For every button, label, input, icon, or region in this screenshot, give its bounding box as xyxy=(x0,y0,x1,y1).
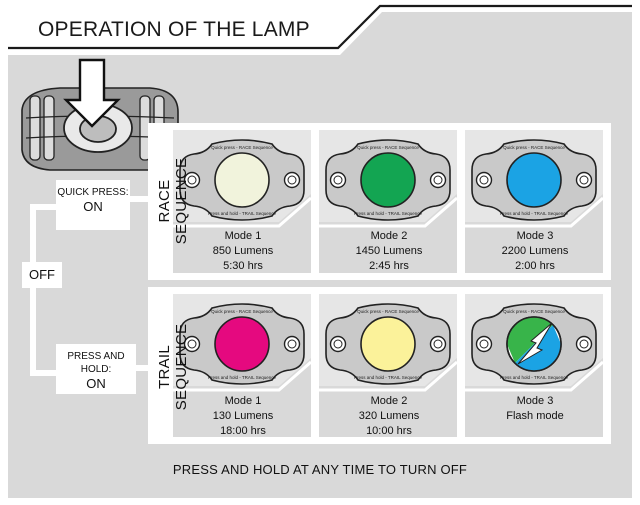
button-top-caption: Quick press - RACE Sequence xyxy=(503,145,565,150)
connector-bottom xyxy=(30,370,68,376)
title-underline xyxy=(8,4,632,50)
button-bottom-caption: Press and hold - TRAIL Sequence xyxy=(500,375,569,380)
trail-mode-3-time: Flash mode xyxy=(506,410,564,422)
button-bottom-caption: Press and hold - TRAIL Sequence xyxy=(500,211,569,216)
button-top-caption: Quick press - RACE Sequence xyxy=(211,309,273,314)
trail-mode-1-time: 18:00 hrs xyxy=(220,425,266,437)
press-hold-line1: PRESS AND HOLD: xyxy=(67,351,125,375)
race-mode-1-name: Mode 1 xyxy=(224,230,262,242)
press-hold-line2: ON xyxy=(86,376,106,391)
connector-trail xyxy=(122,365,150,371)
flash-bolt-icon xyxy=(506,316,562,372)
trail-mode-1-name: Mode 1 xyxy=(224,395,262,407)
race-mode-3-lumens: 2200 Lumens xyxy=(501,245,569,257)
race-sequence-label: RACE SEQUENCE xyxy=(156,157,190,245)
race-mode-2-time: 2:45 hrs xyxy=(369,260,409,272)
race-mode-1-lumens: 850 Lumens xyxy=(212,245,274,257)
button-bottom-caption: Press and hold - TRAIL Sequence xyxy=(354,211,423,216)
race-mode-1-time: 5:30 hrs xyxy=(223,260,263,272)
connector-vertical xyxy=(30,204,36,376)
trail-mode-1-text: Mode 1 130 Lumens 18:00 hrs xyxy=(178,394,308,439)
trail-mode-2-lumens: 320 Lumens xyxy=(358,410,420,422)
race-mode-3-time: 2:00 hrs xyxy=(515,260,555,272)
race-mode-3-text: Mode 3 2200 Lumens 2:00 hrs xyxy=(470,229,600,274)
trail-mode-3-name: Mode 3 xyxy=(516,395,554,407)
trail-sequence-label: TRAIL SEQUENCE xyxy=(156,323,190,411)
trail-mode-2-text: Mode 2 320 Lumens 10:00 hrs xyxy=(324,394,454,439)
button-top-caption: Quick press - RACE Sequence xyxy=(357,309,419,314)
button-bottom-caption: Press and hold - TRAIL Sequence xyxy=(208,211,277,216)
press-hold-label: PRESS AND HOLD: ON xyxy=(56,344,136,394)
off-label: OFF xyxy=(22,262,62,288)
button-bottom-caption: Press and hold - TRAIL Sequence xyxy=(354,375,423,380)
button-top-caption: Quick press - RACE Sequence xyxy=(357,145,419,150)
trail-mode-2-name: Mode 2 xyxy=(370,395,408,407)
quick-press-line1: QUICK PRESS: xyxy=(57,187,129,198)
race-mode-2-lumens: 1450 Lumens xyxy=(355,245,423,257)
arrow-down-icon xyxy=(63,58,121,128)
race-mode-2-text: Mode 2 1450 Lumens 2:45 hrs xyxy=(324,229,454,274)
trail-mode-3-text: Mode 3 Flash mode xyxy=(470,394,600,424)
page-title: OPERATION OF THE LAMP xyxy=(38,18,310,41)
trail-mode-2-time: 10:00 hrs xyxy=(366,425,412,437)
connector-race xyxy=(122,196,150,202)
race-mode-2-name: Mode 2 xyxy=(370,230,408,242)
race-mode-1-text: Mode 1 850 Lumens 5:30 hrs xyxy=(178,229,308,274)
race-mode-3-name: Mode 3 xyxy=(516,230,554,242)
button-bottom-caption: Press and hold - TRAIL Sequence xyxy=(208,375,277,380)
off-text: OFF xyxy=(29,267,55,282)
button-top-caption: Quick press - RACE Sequence xyxy=(211,145,273,150)
button-top-caption: Quick press - RACE Sequence xyxy=(503,309,565,314)
quick-press-label: QUICK PRESS: ON xyxy=(56,180,130,230)
footer-instruction: PRESS AND HOLD AT ANY TIME TO TURN OFF xyxy=(172,462,468,477)
quick-press-line2: ON xyxy=(83,199,103,214)
connector-top xyxy=(30,204,68,210)
trail-mode-1-lumens: 130 Lumens xyxy=(212,410,274,422)
